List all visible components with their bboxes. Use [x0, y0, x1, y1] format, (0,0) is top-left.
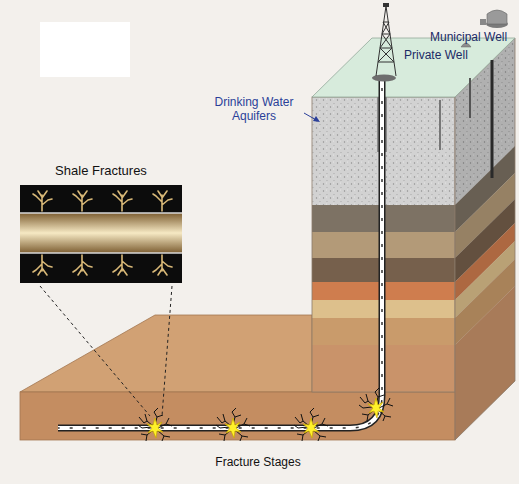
inset-heading: Shale Fractures — [20, 164, 182, 179]
aquifer-label: Drinking Water Aquifers — [207, 96, 301, 124]
well-label: Municipal Well — [430, 31, 514, 45]
inset-panel: Shale Fractures — [20, 164, 182, 179]
well-label: Private Well — [404, 49, 474, 63]
stages-label: Fracture Stages — [188, 456, 328, 470]
